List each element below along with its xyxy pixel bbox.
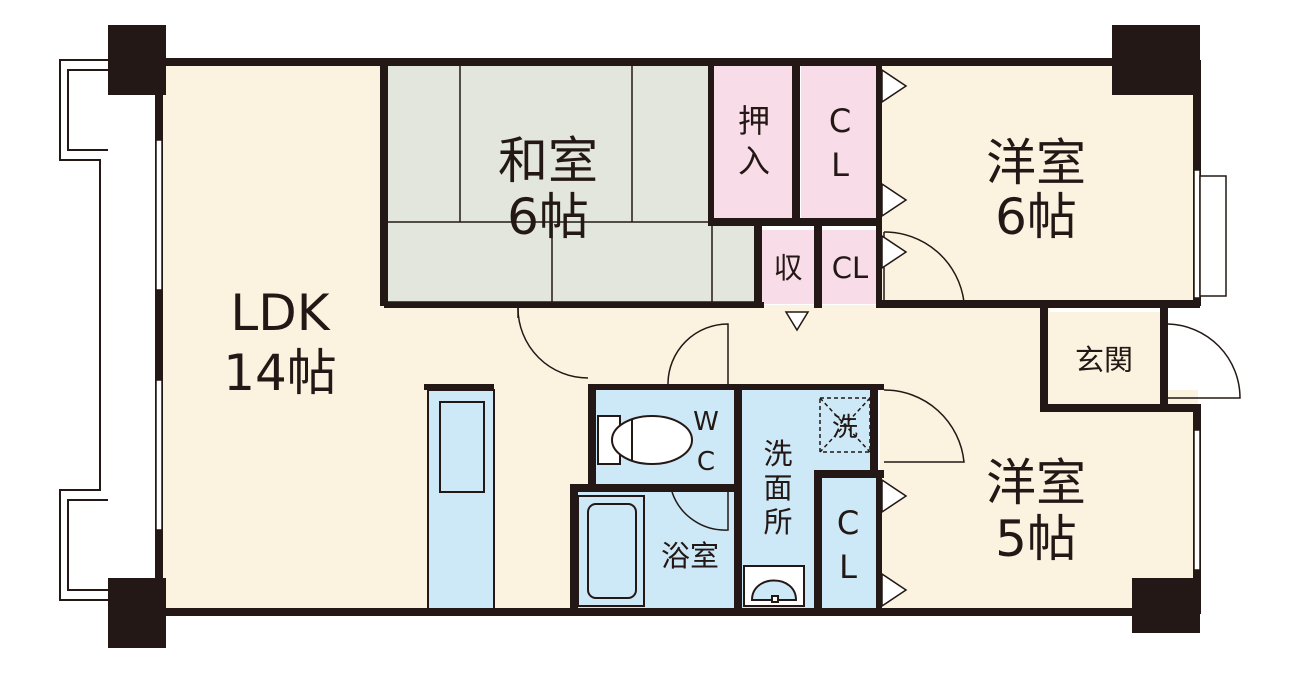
- yoshitsu-lower-name: 洋室: [986, 454, 1086, 512]
- oshiire-floor: [712, 64, 796, 218]
- senmenjo-label: 洗 面 所: [763, 437, 792, 539]
- cl-middle-label: CL: [832, 251, 868, 285]
- wc-char-2: C: [697, 447, 715, 477]
- toilet: [597, 415, 693, 465]
- senmenjo-char-1: 洗: [763, 437, 792, 471]
- cl-lower-char-2: L: [839, 548, 857, 586]
- ldk-size: 14帖: [223, 344, 337, 402]
- wc-label: W C: [693, 407, 719, 477]
- cl-upper-label: C L: [829, 102, 851, 184]
- cl-upper-floor: [801, 64, 878, 218]
- washitsu-name: 和室: [498, 132, 598, 190]
- shuno-floor: [760, 230, 816, 304]
- senmenjo-char-2: 面: [763, 471, 792, 505]
- genkan-floor: [1045, 312, 1165, 404]
- interior-walls: [380, 62, 1200, 612]
- yoshitsu-upper-floor: [880, 62, 1198, 302]
- cl-lower-label: C L: [837, 504, 859, 586]
- washitsu-label: 和室 6帖: [498, 132, 598, 246]
- yoshitsu-upper-size: 6帖: [995, 188, 1077, 246]
- wc-char-1: W: [693, 407, 719, 437]
- sentaku-label: 洗: [832, 413, 858, 443]
- closet-markers: [784, 68, 908, 608]
- ldk-label: LDK 14帖: [223, 284, 337, 402]
- sink: [439, 401, 485, 493]
- oshiire-char-2: 入: [738, 142, 770, 180]
- cl-upper-char-2: L: [831, 146, 849, 184]
- windows: [155, 139, 1227, 571]
- washitsu-size: 6帖: [507, 188, 589, 246]
- yoshitsu-upper-label: 洋室 6帖: [986, 134, 1086, 246]
- cl-upper-char-1: C: [829, 102, 851, 140]
- genkan-label: 玄関: [1075, 343, 1133, 377]
- oshiire-label: 押 入: [738, 102, 770, 180]
- balcony: [59, 59, 108, 601]
- door-swings: [517, 231, 1241, 531]
- shuno-label: 収: [773, 251, 802, 285]
- yoshitsu-lower-floor: [880, 390, 1198, 612]
- yokushitsu-label: 浴室: [661, 539, 719, 573]
- yoshitsu-lower-label: 洋室 5帖: [986, 454, 1086, 568]
- ldk-name: LDK: [230, 284, 330, 342]
- senmenjo-char-3: 所: [763, 505, 792, 539]
- washbasin: [743, 565, 805, 607]
- bathtub: [577, 495, 645, 607]
- washitsu-floor: [384, 62, 754, 302]
- yoshitsu-upper-name: 洋室: [986, 134, 1086, 192]
- hallway-floor: [580, 305, 1050, 390]
- oshiire-char-1: 押: [738, 102, 770, 140]
- washing-machine: [819, 397, 871, 453]
- yoshitsu-lower-size: 5帖: [995, 510, 1077, 568]
- cl-middle-floor: [822, 230, 878, 304]
- cl-lower-char-1: C: [837, 504, 859, 542]
